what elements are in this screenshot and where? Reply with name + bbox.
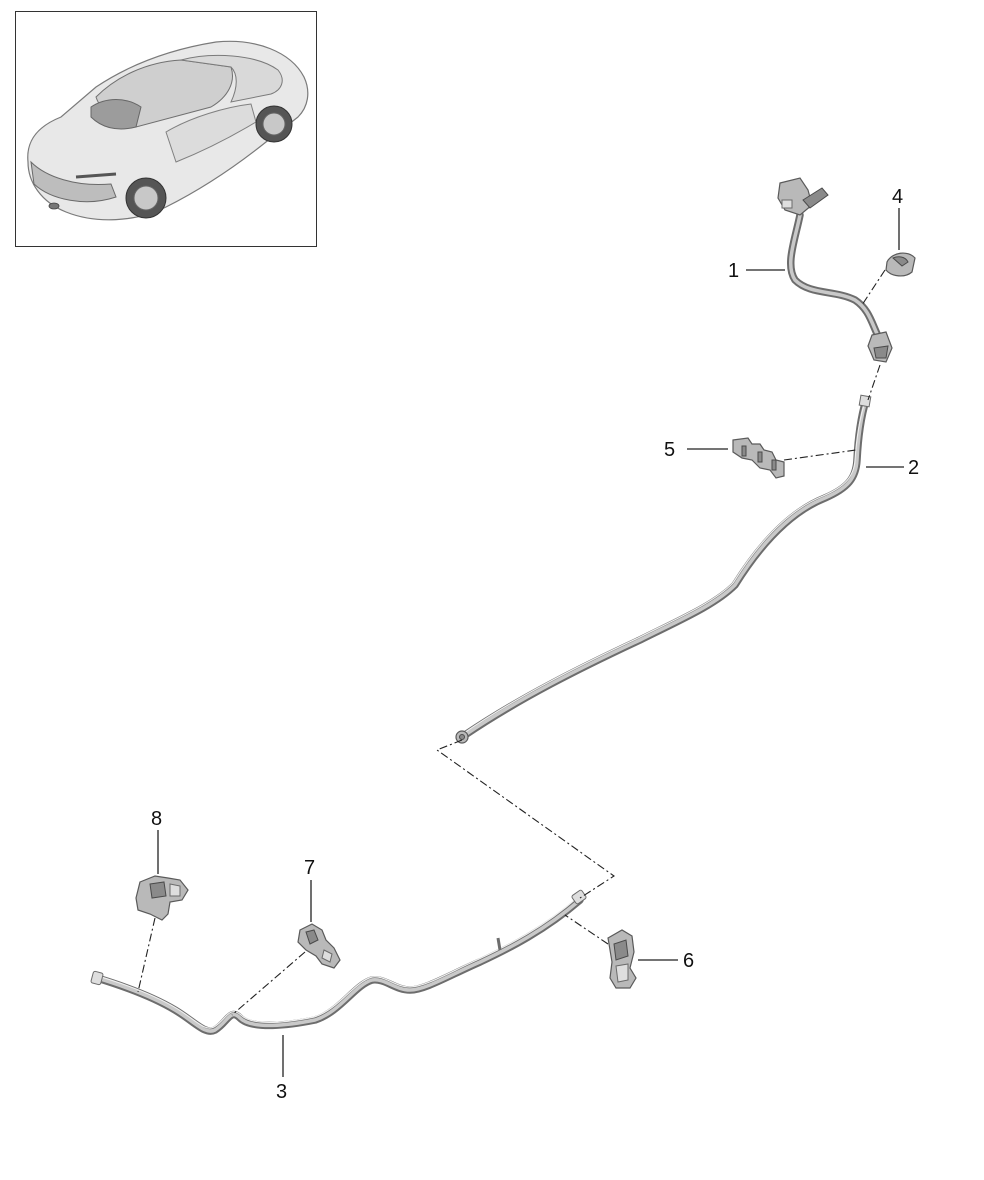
part-1-upper-hose[interactable] xyxy=(777,177,893,363)
part-4-clip[interactable] xyxy=(885,252,916,277)
assembly-line-1-to-2 xyxy=(867,364,881,401)
part-8-bracket-clip[interactable] xyxy=(135,875,189,921)
callout-6: 6 xyxy=(683,950,694,972)
callout-2: 2 xyxy=(908,457,919,479)
callout-8: 8 xyxy=(151,808,162,830)
callout-5: 5 xyxy=(664,439,675,461)
part-3-lower-tube[interactable] xyxy=(90,889,587,1035)
part-2-long-tube[interactable] xyxy=(455,394,872,744)
callout-4: 4 xyxy=(892,186,903,208)
car-thumbnail-frame xyxy=(15,11,317,247)
part-7-clip[interactable] xyxy=(297,923,341,969)
part-5-bracket[interactable] xyxy=(732,437,785,479)
assembly-line-8-to-3 xyxy=(137,917,156,993)
assembly-lines xyxy=(137,269,886,1016)
callout-7: 7 xyxy=(304,857,315,879)
assembly-line-6-to-3 xyxy=(564,914,609,945)
assembly-line-2-to-3 xyxy=(435,739,615,899)
callout-leaders xyxy=(157,208,904,1077)
assembly-line-4-to-1 xyxy=(861,269,886,306)
callout-labels: 1 2 3 4 5 6 7 8 xyxy=(151,186,919,1103)
assembly-line-7-to-3 xyxy=(231,951,306,1016)
callout-1: 1 xyxy=(728,260,739,282)
callout-3: 3 xyxy=(276,1081,287,1103)
assembly-line-5-to-2 xyxy=(783,449,857,461)
part-6-holder[interactable] xyxy=(607,929,637,989)
car-thumbnail-icon xyxy=(27,40,309,221)
